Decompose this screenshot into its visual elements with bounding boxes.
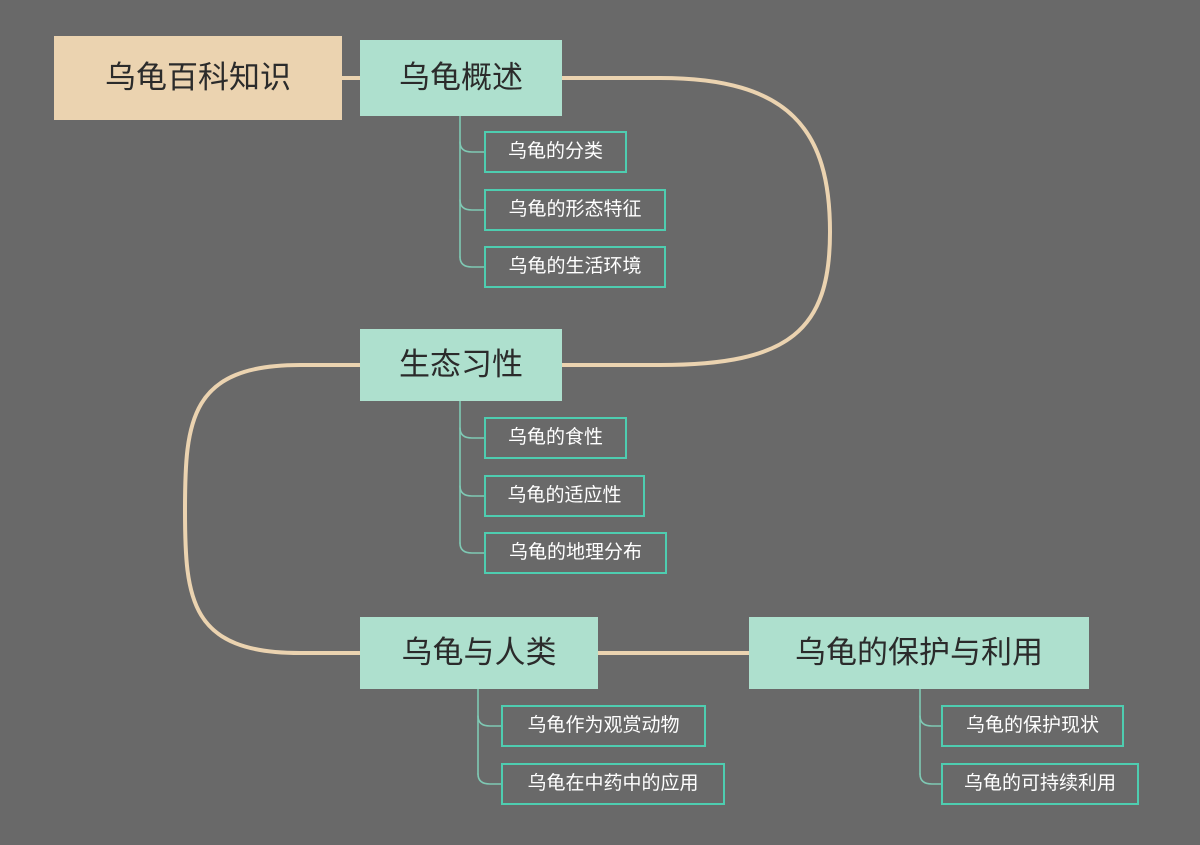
- node-leaf-leaf-status[interactable]: 乌龟的保护现状: [941, 705, 1124, 747]
- branch-elbow-3-0: [919, 715, 942, 727]
- branch-elbow-1-1: [459, 485, 485, 497]
- branch-elbow-1-0: [459, 427, 485, 439]
- node-leaf-leaf-distribution[interactable]: 乌龟的地理分布: [484, 532, 667, 574]
- branch-elbow-0-0: [459, 141, 485, 153]
- conn-ecology-humans: [182, 363, 362, 655]
- branch-elbow-0-2: [459, 256, 485, 268]
- node-leaf-leaf-sustainable[interactable]: 乌龟的可持续利用: [941, 763, 1139, 805]
- branch-elbow-1-2: [459, 542, 485, 554]
- node-leaf-leaf-adaptability[interactable]: 乌龟的适应性: [484, 475, 645, 517]
- node-leaf-leaf-classification[interactable]: 乌龟的分类: [484, 131, 627, 173]
- branch-elbow-2-1: [477, 773, 502, 785]
- branch-elbow-0-1: [459, 199, 485, 211]
- node-branch-branch-conservation[interactable]: 乌龟的保护与利用: [749, 617, 1089, 689]
- node-root[interactable]: 乌龟百科知识: [54, 36, 342, 120]
- node-leaf-leaf-morphology[interactable]: 乌龟的形态特征: [484, 189, 666, 231]
- node-leaf-leaf-ornamental[interactable]: 乌龟作为观赏动物: [501, 705, 706, 747]
- node-branch-branch-ecology[interactable]: 生态习性: [360, 329, 562, 401]
- node-branch-branch-humans[interactable]: 乌龟与人类: [360, 617, 598, 689]
- node-leaf-leaf-diet[interactable]: 乌龟的食性: [484, 417, 627, 459]
- node-leaf-leaf-chinese-medicine[interactable]: 乌龟在中药中的应用: [501, 763, 725, 805]
- branch-elbow-3-1: [919, 773, 942, 785]
- branch-elbow-2-0: [477, 715, 502, 727]
- node-branch-branch-overview[interactable]: 乌龟概述: [360, 40, 562, 116]
- node-leaf-leaf-habitat[interactable]: 乌龟的生活环境: [484, 246, 666, 288]
